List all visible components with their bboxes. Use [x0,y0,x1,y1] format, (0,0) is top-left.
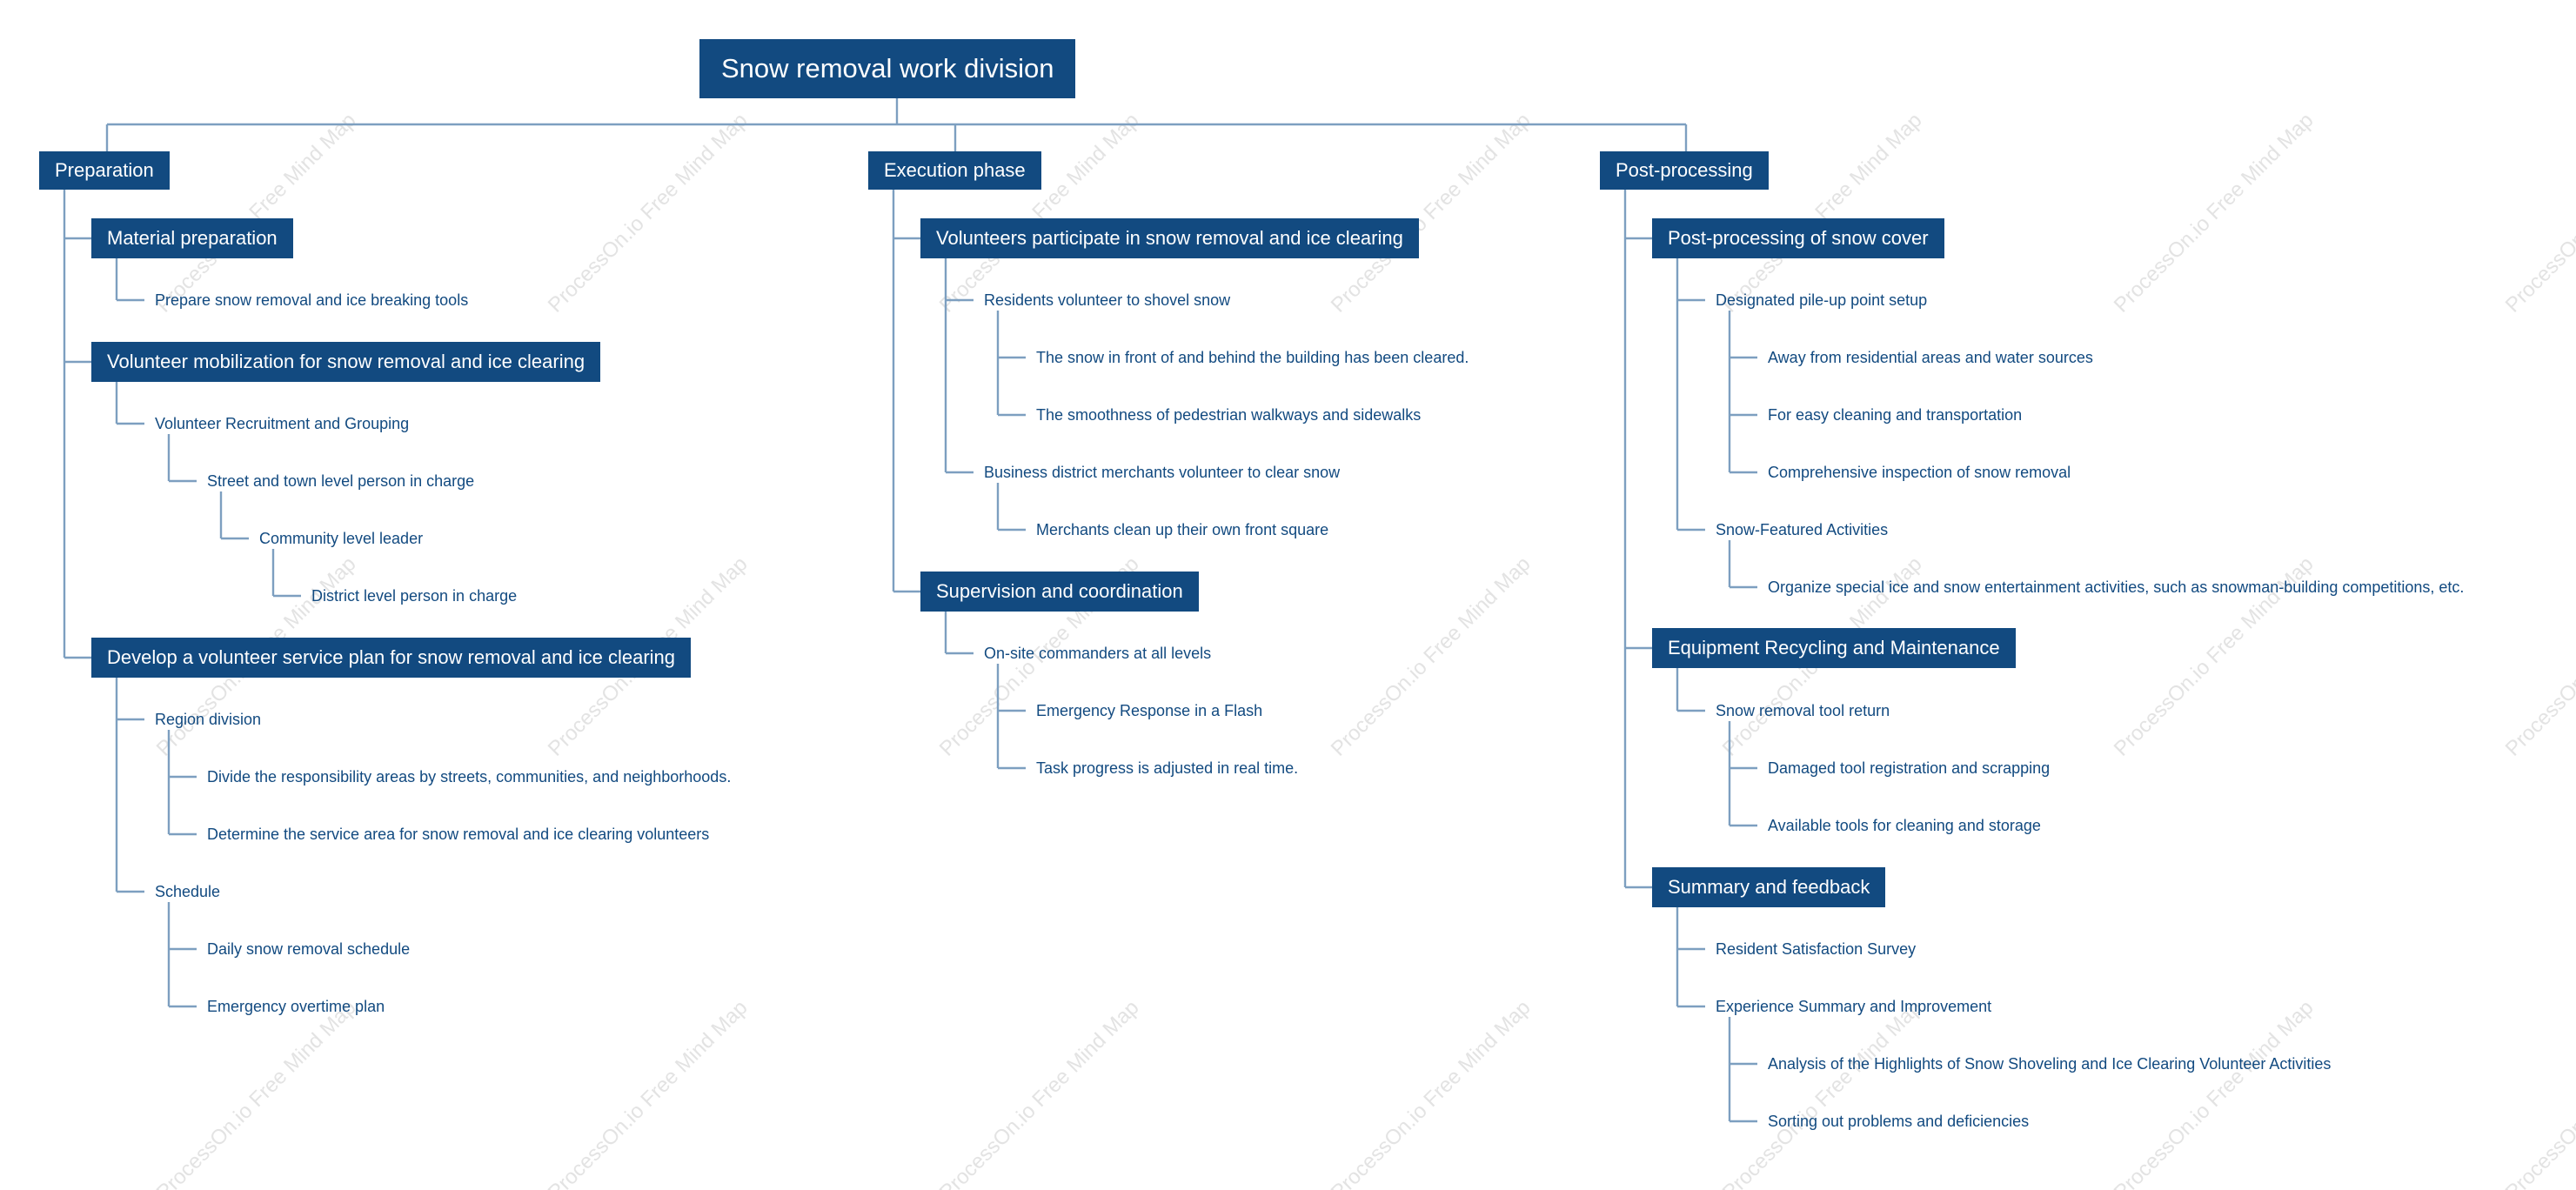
root-node[interactable]: Snow removal work division [699,39,1076,98]
branch-node-execution-phase[interactable]: Execution phase [868,151,1041,190]
topic-node-summary-feedback[interactable]: Summary and feedback [1652,867,1886,907]
leaf-node[interactable]: Divide the responsibility areas by stree… [207,768,732,786]
leaf-node[interactable]: Comprehensive inspection of snow removal [1768,464,2071,481]
leaf-node[interactable]: The snow in front of and behind the buil… [1036,349,1469,366]
topic-node-equipment-recycling[interactable]: Equipment Recycling and Maintenance [1652,628,2016,668]
leaf-node[interactable]: Determine the service area for snow remo… [207,826,710,843]
topic-node-volunteer-mobilization[interactable]: Volunteer mobilization for snow removal … [91,342,601,382]
leaf-node[interactable]: Schedule [155,883,221,900]
leaf-node[interactable]: The smoothness of pedestrian walkways an… [1036,406,1422,424]
leaf-node[interactable]: Sorting out problems and deficiencies [1768,1113,2030,1130]
leaf-node[interactable]: Merchants clean up their own front squar… [1036,521,1329,538]
leaf-node[interactable]: Emergency overtime plan [207,998,385,1015]
leaf-node[interactable]: Emergency Response in a Flash [1036,702,1263,719]
leaf-node[interactable]: Region division [155,711,262,728]
topic-node-post-processing-snow-cover[interactable]: Post-processing of snow cover [1652,218,1944,258]
leaf-node[interactable]: Resident Satisfaction Survey [1716,940,1917,958]
leaf-node[interactable]: Business district merchants volunteer to… [984,464,1341,481]
leaf-node[interactable]: Damaged tool registration and scrapping [1768,759,2051,777]
leaf-node[interactable]: Prepare snow removal and ice breaking to… [155,291,469,309]
leaf-node[interactable]: Snow-Featured Activities [1716,521,1889,538]
leaf-node[interactable]: For easy cleaning and transportation [1768,406,2023,424]
topic-node-volunteer-service-plan[interactable]: Develop a volunteer service plan for sno… [91,638,692,678]
leaf-node[interactable]: Community level leader [259,530,424,547]
leaf-node[interactable]: Organize special ice and snow entertainm… [1768,578,2465,596]
leaf-node[interactable]: Away from residential areas and water so… [1768,349,2093,366]
leaf-node[interactable]: Residents volunteer to shovel snow [984,291,1231,309]
leaf-node[interactable]: Street and town level person in charge [207,472,475,490]
leaf-node[interactable]: Analysis of the Highlights of Snow Shove… [1768,1055,2332,1073]
leaf-node[interactable]: On-site commanders at all levels [984,645,1212,662]
leaf-node[interactable]: Designated pile-up point setup [1716,291,1928,309]
topic-node-volunteers-participate[interactable]: Volunteers participate in snow removal a… [920,218,1419,258]
topic-node-material-preparation[interactable]: Material preparation [91,218,293,258]
branch-node-preparation[interactable]: Preparation [39,151,170,190]
leaf-node[interactable]: Task progress is adjusted in real time. [1036,759,1299,777]
leaf-node[interactable]: District level person in charge [311,587,518,605]
leaf-node[interactable]: Available tools for cleaning and storage [1768,817,2041,834]
branch-node-post-processing[interactable]: Post-processing [1600,151,1769,190]
leaf-node[interactable]: Daily snow removal schedule [207,940,411,958]
leaf-node[interactable]: Volunteer Recruitment and Grouping [155,415,410,432]
topic-node-supervision-coordination[interactable]: Supervision and coordination [920,572,1199,612]
leaf-node[interactable]: Experience Summary and Improvement [1716,998,1992,1015]
leaf-node[interactable]: Snow removal tool return [1716,702,1890,719]
